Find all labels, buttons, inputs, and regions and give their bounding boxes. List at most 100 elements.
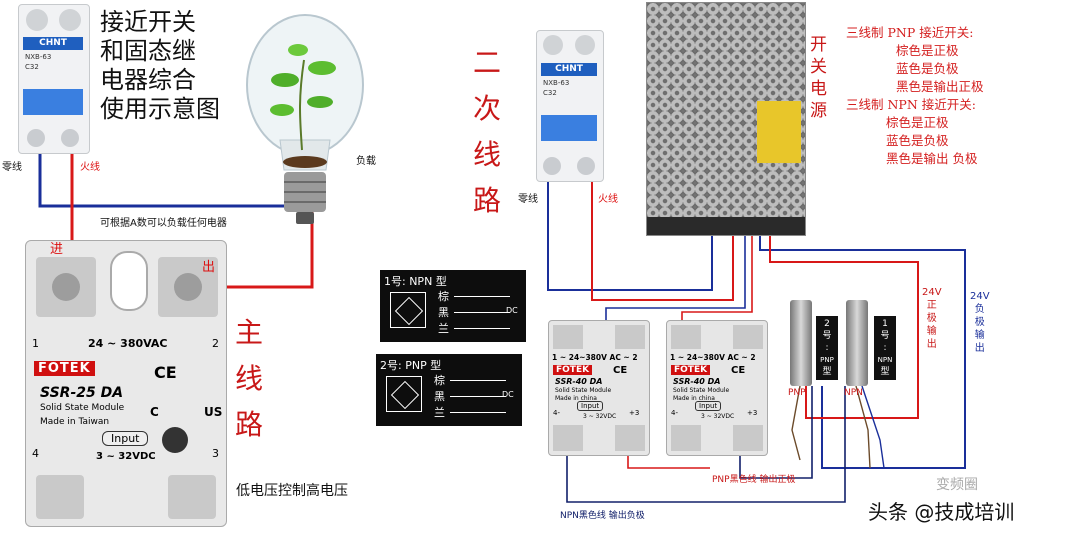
breaker-toggle (23, 89, 83, 115)
npn-notes-line-3: 黑色是输出 负极 (886, 151, 978, 166)
sensor-symbol-icon (386, 376, 422, 412)
pnp-legend-head: 2号: PNP 型 (380, 359, 442, 372)
psu-positive-output-label: 24V 正 极 输 出 (922, 286, 942, 351)
sensor-wire-c (861, 385, 885, 469)
ul-mark: US (204, 405, 223, 419)
screw-terminal-icon (575, 35, 595, 55)
npn-notes-line-1: 棕色是正极 (886, 115, 949, 130)
npn-blue-label: 兰 (438, 322, 449, 335)
pnp-black-label: 黑 (434, 390, 445, 403)
diagram-title: 接近开关 和固态继 电器综合 使用示意图 (100, 8, 220, 124)
ssr1-ce: CE (613, 365, 628, 376)
psu-char-2: 关 (810, 57, 827, 77)
ssr-brand: FOTEK (34, 361, 95, 376)
main-circuit-caption: 低电压控制高电压 (236, 483, 348, 499)
sensor-wire-b (855, 385, 871, 469)
terminal-4 (553, 425, 583, 451)
switching-power-supply (646, 2, 806, 236)
ssr2-subtitle: Solid State Module (673, 387, 730, 394)
pnp-proximity-sensor (790, 300, 812, 386)
ssr-40da-module-2: 1 ~ 24~380V AC ~ 2 FOTEK CE SSR-40 DA So… (666, 320, 768, 456)
label-live-left: 火线 (80, 162, 100, 173)
pnp-notes-line-1: 棕色是正极 (896, 43, 959, 58)
screw-icon (174, 273, 202, 301)
pnp-dc-label: DC (502, 390, 514, 399)
ssr1-origin: Made in china (555, 395, 597, 402)
ssr-terminal-1: 1 (32, 337, 39, 350)
breaker-toggle (541, 115, 597, 141)
terminal-1 (671, 325, 701, 349)
watermark-credit: 头条 @技成培训 (868, 500, 1015, 524)
ssr-dc-range: 3 ~ 32VDC (96, 451, 156, 462)
main-circuit-label: 主 线 路 (232, 310, 266, 448)
screw-terminal-icon (543, 157, 561, 175)
pos-part-1: 24V (922, 287, 942, 298)
pnp-brown-label: 棕 (434, 374, 445, 387)
psu-char-1: 开 (810, 35, 827, 55)
npn-notes-line-2: 蓝色是负极 (886, 133, 949, 148)
npn-legend-head: 1号: NPN 型 (384, 275, 447, 288)
psu-positive-out (769, 236, 919, 419)
psu-char-3: 电 (810, 79, 827, 99)
sec-char-4: 路 (472, 184, 501, 217)
sec-char-2: 次 (472, 92, 501, 125)
ssr2-t3: +3 (747, 409, 758, 417)
sensor-symbol-icon (390, 292, 426, 328)
psu-terminal-strip (647, 217, 805, 235)
pnp-tag-5: 型 (822, 367, 832, 377)
ssr1-ac-range: 1 ~ 24~380V AC ~ 2 (552, 353, 638, 362)
ssr2-ce: CE (731, 365, 746, 376)
title-line-4: 使用示意图 (100, 95, 220, 123)
npn-notes: 三线制 NPN 接近开关: 棕色是正极 蓝色是负极 黑色是输出 负极 (846, 96, 977, 168)
neg-part-5: 出 (974, 343, 985, 354)
ssr1-dc: 3 ~ 32VDC (583, 413, 617, 420)
screw-terminal-icon (61, 129, 79, 147)
title-line-3: 电器综合 (100, 66, 196, 94)
watermark-text: 变频圈 (936, 477, 978, 493)
npn-notes-head: 三线制 NPN 接近开关: (846, 97, 976, 112)
sec-char-3: 线 (472, 138, 501, 171)
pnp-blue-label: 兰 (434, 406, 445, 419)
ssr2-model: SSR-40 DA (673, 377, 721, 386)
label-neutral-left: 零线 (2, 162, 22, 173)
mounting-hole (110, 251, 148, 311)
npn-tag-2: 号 (880, 331, 890, 341)
ssr1-input: Input (577, 401, 604, 411)
pnp-legend: 2号: PNP 型 棕 黑 兰 DC (376, 354, 522, 426)
screw-terminal-icon (26, 9, 48, 31)
ssr-model: SSR-25 DA (40, 385, 124, 401)
pnp-tag-1: 2 (824, 319, 830, 329)
label-load: 负载 (356, 156, 376, 167)
ssr-origin: Made in Taiwan (40, 417, 110, 427)
label-load-note: 可根据A数可以负载任何电器 (100, 218, 227, 229)
terminal-plus (168, 475, 216, 519)
ssr-ac-range: 24 ~ 380VAC (88, 337, 168, 350)
breaker-model: NXB-63 (543, 79, 570, 87)
indicator-led (162, 427, 188, 453)
ul-c-mark: C (150, 405, 159, 419)
pos-part-4: 输 (926, 326, 937, 337)
psu-char-4: 源 (810, 101, 827, 121)
npn-black-wire-note: NPN黑色线 输出负极 (560, 511, 645, 521)
screw-terminal-icon (59, 9, 81, 31)
ssr1-t3: +3 (629, 409, 640, 417)
ssr2-dc: 3 ~ 32VDC (701, 413, 735, 420)
terminal-2 (733, 325, 763, 349)
terminal-1 (553, 325, 583, 349)
ssr1-brand: FOTEK (553, 365, 593, 375)
npn-sensor-tag: 1 号 : NPN 型 (874, 316, 896, 380)
psu-label-sticker (757, 101, 801, 163)
live-wire-secondary (591, 180, 734, 301)
ce-mark: CE (154, 363, 177, 382)
npn-tag-1: 1 (882, 319, 888, 329)
pnp-tag-2: 号 (822, 331, 832, 341)
pnp-sensor-label: PNP (788, 388, 806, 398)
psu-label: 开 关 电 源 (810, 34, 827, 122)
pos-part-3: 极 (926, 313, 937, 324)
pos-part-2: 正 (926, 300, 937, 311)
main-char-2: 线 (234, 362, 263, 395)
pnp-black-wire-note: PNP黑色线 输出正极 (712, 475, 796, 485)
terminal-2 (615, 325, 645, 349)
screw-terminal-icon (577, 157, 595, 175)
